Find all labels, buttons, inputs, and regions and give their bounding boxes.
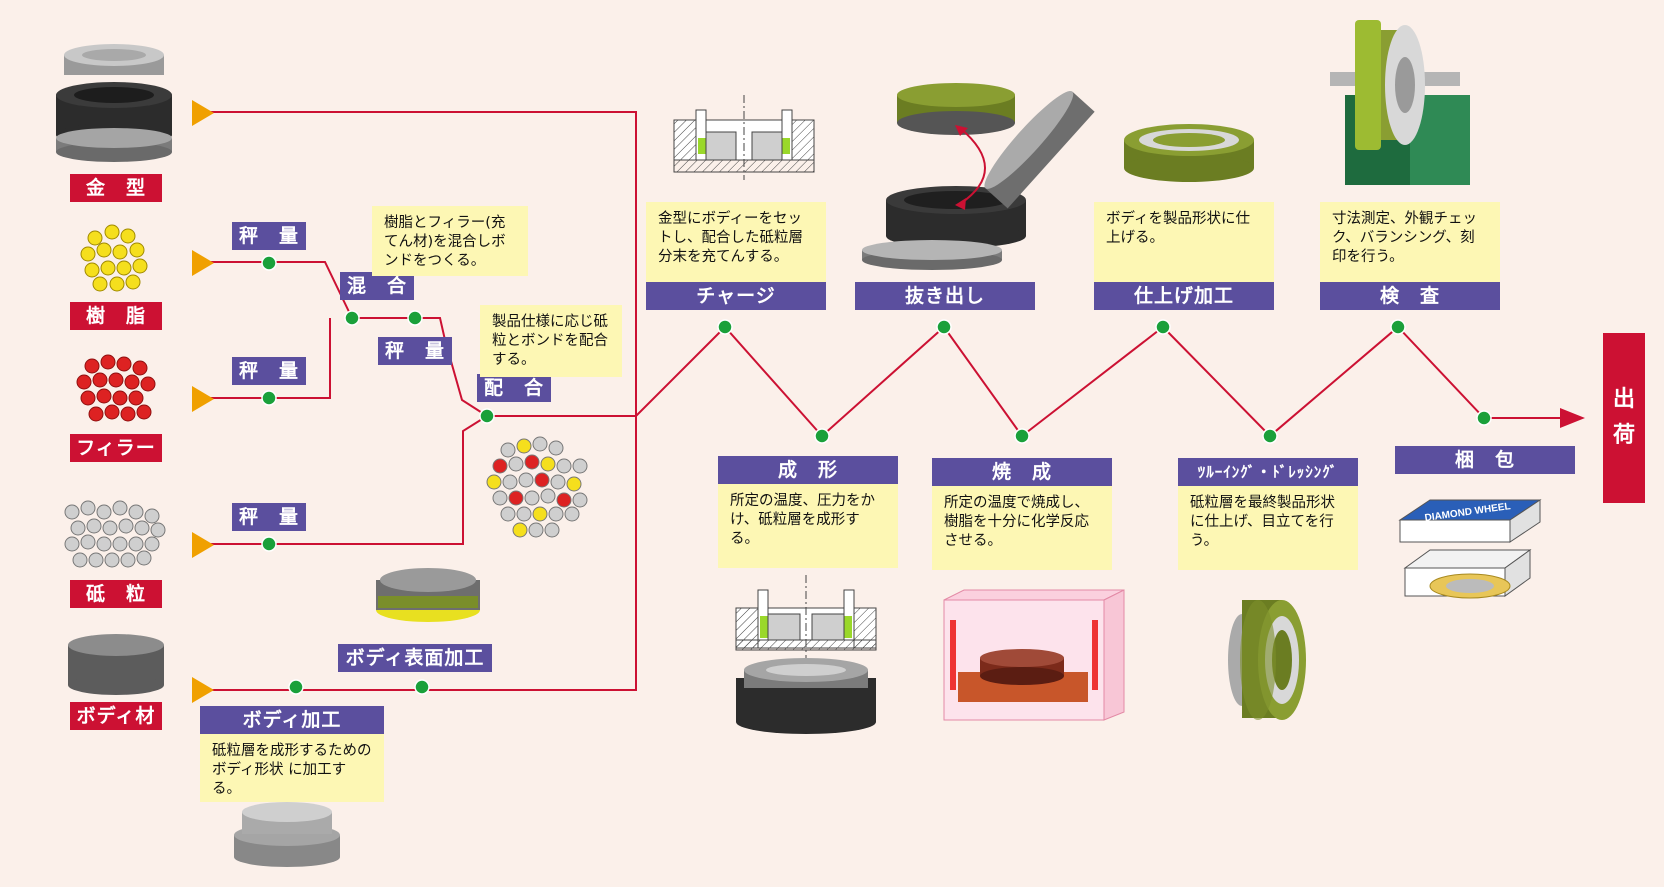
forming-section-image [735, 575, 877, 734]
label-inspection: 検 査 [1320, 282, 1500, 310]
dot-body-2 [414, 679, 430, 695]
dot-weigh-filler [261, 390, 277, 406]
dot-packing [1476, 410, 1492, 426]
shipping-char-2: 荷 [1612, 423, 1635, 448]
arrow-abrasive [192, 532, 214, 558]
dot-demold [936, 319, 952, 335]
process-dots [261, 255, 1492, 695]
arrow-body [192, 677, 214, 703]
label-body-process: ボディ加工 [200, 706, 384, 734]
dot-weigh-mix [407, 310, 423, 326]
charge-section-image [673, 95, 815, 180]
label-mix: 混 合 [340, 272, 414, 300]
label-forming: 成 形 [718, 456, 898, 484]
dot-charge [717, 319, 733, 335]
dot-weigh-abrasive [261, 536, 277, 552]
note-finishing: ボディを製品形状に仕上げる。 [1094, 202, 1274, 282]
label-weigh-mix: 秤 量 [378, 337, 452, 365]
dot-firing [1014, 428, 1030, 444]
finishing-image [1124, 124, 1254, 182]
body-surface-image [376, 568, 480, 622]
inspection-image [1330, 20, 1470, 185]
note-firing: 所定の温度で焼成し、樹脂を十分に化学反応させる。 [932, 486, 1112, 570]
note-forming: 所定の温度、圧力をかけ、砥粒層を成形する。 [718, 484, 898, 568]
dot-compound [479, 408, 495, 424]
note-compound: 製品仕様に応じ砥粒とボンドを配合する。 [480, 305, 622, 377]
shipping-arrow-head [1560, 408, 1585, 428]
body-process-image [234, 802, 340, 867]
shipping-char-1: 出 [1612, 387, 1635, 412]
dot-forming [814, 428, 830, 444]
note-truing: 砥粒層を最終製品形状に仕上げ、目立てを行う。 [1178, 486, 1358, 570]
label-truing: ﾂﾙｰｲﾝｸﾞ・ﾄﾞﾚｯｼﾝｸﾞ [1178, 458, 1358, 486]
label-body-surface: ボディ表面加工 [338, 644, 492, 672]
dot-body-1 [288, 679, 304, 695]
dot-truing [1262, 428, 1278, 444]
filler-pellets [76, 354, 156, 422]
label-resin: 樹 脂 [70, 302, 162, 330]
mixed-pellets [486, 436, 588, 538]
dot-mix [344, 310, 360, 326]
label-body: ボディ材 [70, 702, 162, 730]
label-mold: 金 型 [70, 174, 162, 202]
note-body-process: 砥粒層を成形するためのボディ形状 に加工する。 [200, 734, 384, 802]
shipping-block: 出 荷 [1603, 333, 1645, 503]
demold-image [862, 83, 1095, 270]
label-firing: 焼 成 [932, 458, 1112, 486]
abrasive-grains [64, 500, 166, 568]
label-charge: チャージ [646, 282, 826, 310]
package-image: DIAMOND WHEEL [1398, 499, 1542, 599]
note-mix: 樹脂とフィラー(充てん材)を混合しボンドをつくる。 [372, 206, 528, 276]
arrow-mold [192, 100, 214, 126]
truing-image [1228, 600, 1306, 720]
body-material-image [68, 634, 164, 695]
label-weigh-filler: 秤 量 [232, 357, 306, 385]
resin-pellets [80, 224, 148, 292]
label-finishing: 仕上げ加工 [1094, 282, 1274, 310]
firing-image [943, 589, 1125, 721]
mold-image [56, 44, 172, 162]
arrow-resin [192, 250, 214, 276]
label-weigh-resin: 秤 量 [232, 222, 306, 250]
label-filler: フィラー [70, 434, 162, 462]
label-weigh-abrasive: 秤 量 [232, 503, 306, 531]
note-charge: 金型にボディーをセットし、配合した砥粒層分末を充てんする。 [646, 202, 826, 282]
label-packing: 梱 包 [1395, 446, 1575, 474]
label-compound: 配 合 [477, 374, 551, 402]
arrow-filler [192, 386, 214, 412]
label-abrasive: 砥 粒 [70, 580, 162, 608]
note-inspection: 寸法測定、外観チェック、バランシング、刻印を行う。 [1320, 202, 1500, 282]
dot-weigh-resin [261, 255, 277, 271]
dot-finishing [1155, 319, 1171, 335]
label-demold: 抜き出し [855, 282, 1035, 310]
input-arrows [192, 100, 214, 703]
dot-inspection [1390, 319, 1406, 335]
